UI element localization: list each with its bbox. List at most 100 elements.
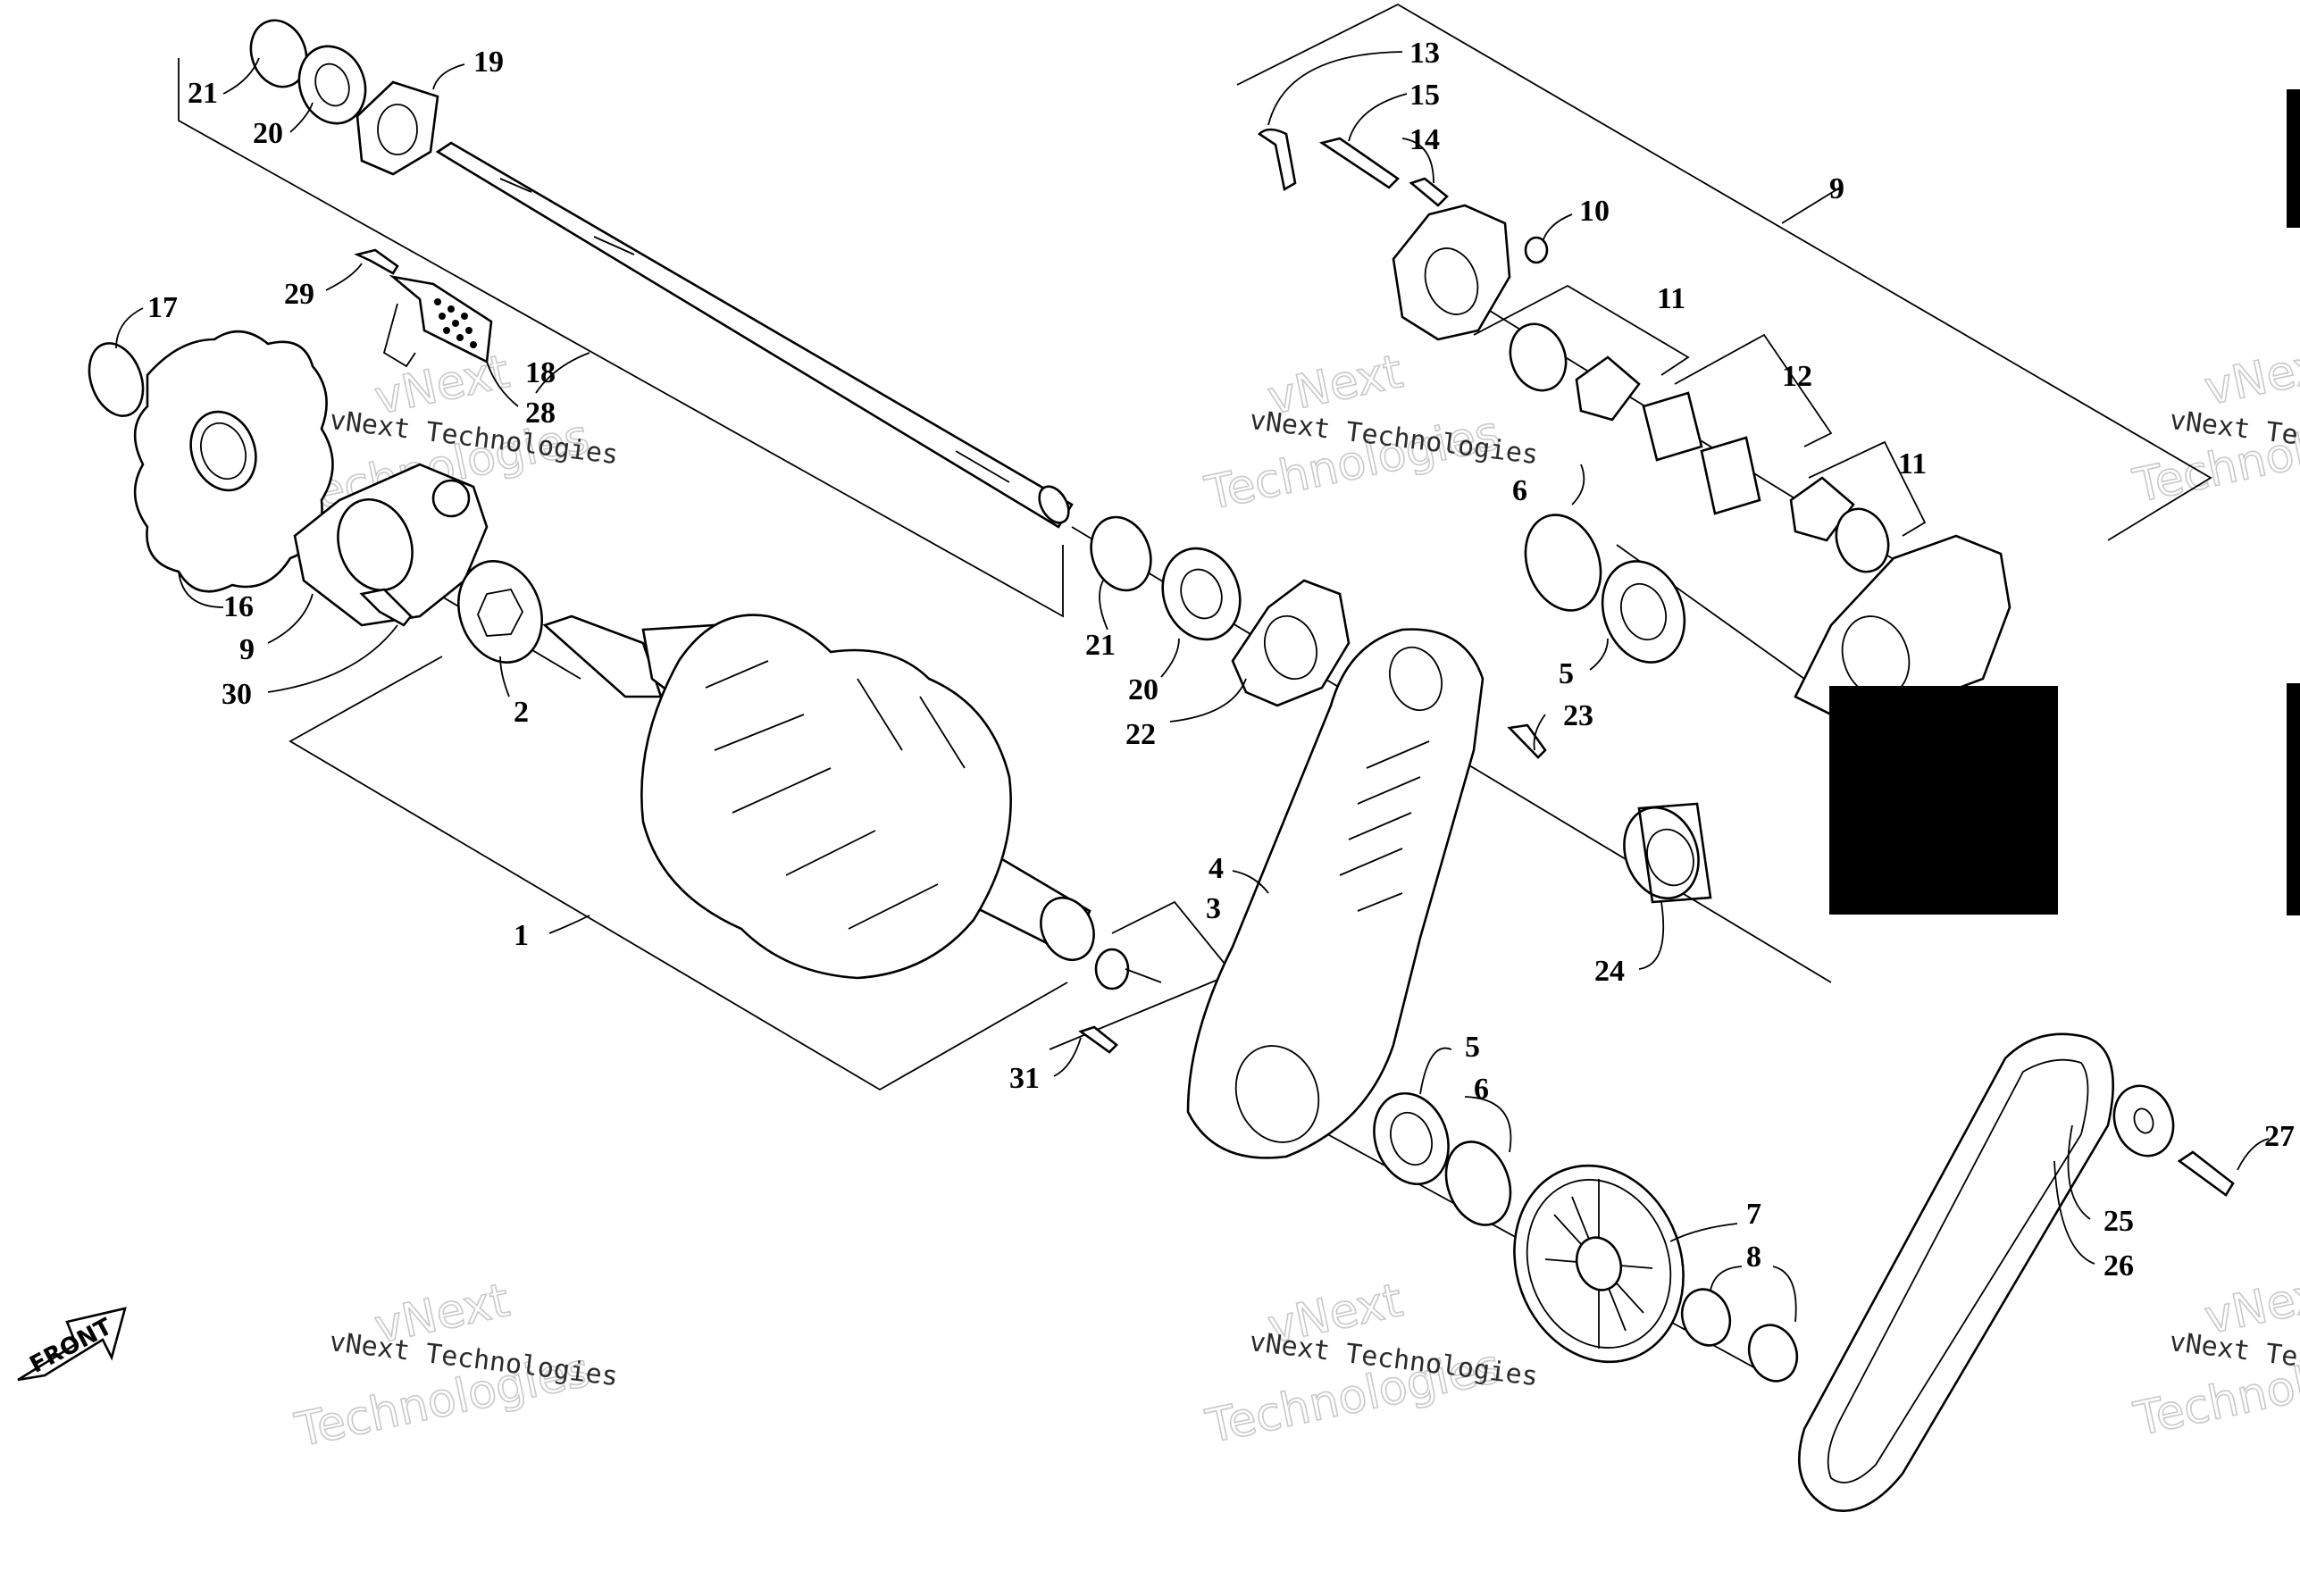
chaincase-4-ribs	[1339, 740, 1430, 912]
bolt-15	[1318, 137, 1401, 189]
leader-15	[1348, 93, 1408, 142]
callouts: 21 20 19 13 15 14 9 10 29 17 18 28 11 12…	[147, 37, 2295, 1283]
spacer-2-hex	[477, 588, 524, 637]
drive-sprocket-1-teeth	[705, 660, 966, 930]
leader-20a	[289, 102, 314, 133]
callout-20: 20	[253, 117, 283, 150]
leader-20b	[1160, 638, 1180, 678]
seal-11a	[1509, 322, 1568, 392]
snap-ring-21-lower	[1090, 515, 1152, 592]
leader-9b	[267, 593, 314, 644]
parts: FRONT	[17, 19, 2235, 1512]
callout-16: 16	[223, 590, 254, 623]
axle-18	[435, 141, 1074, 529]
bearing-5-upper-inner	[1620, 582, 1667, 641]
caliper-9-left-bore	[337, 497, 414, 592]
spacer-2	[456, 560, 544, 664]
gear-24-bore	[1646, 828, 1694, 887]
callout-5-upper: 5	[1559, 657, 1574, 690]
drive-shaft-1-spline-right	[1040, 896, 1095, 962]
leader-29	[325, 263, 363, 291]
leader-23	[1533, 714, 1546, 751]
leader-17	[115, 307, 144, 349]
leader-6b	[1464, 1096, 1512, 1153]
belt-26	[1797, 1032, 2114, 1512]
leader-22	[1169, 678, 1247, 723]
leader-19	[432, 63, 465, 90]
callout-26: 26	[2103, 1249, 2134, 1283]
bleeder-14	[1409, 177, 1449, 207]
screw-31	[1078, 1025, 1118, 1054]
callout-1: 1	[514, 919, 529, 952]
seal-11b	[1835, 507, 1890, 573]
callout-8: 8	[1746, 1241, 1761, 1274]
pin-3	[1094, 948, 1130, 990]
leader-24	[1638, 901, 1665, 970]
snap-ring-17	[88, 342, 145, 417]
leader-5a	[1589, 638, 1609, 671]
callout-20-lower: 20	[1128, 673, 1158, 706]
bolt-27	[2177, 1150, 2235, 1197]
callout-14: 14	[1409, 123, 1440, 156]
callout-7: 7	[1746, 1198, 1761, 1231]
chaincase-4-bore	[1234, 1045, 1320, 1143]
redaction-block-center	[1829, 686, 2058, 915]
leader-14	[1401, 138, 1434, 184]
callout-11-upper: 11	[1657, 282, 1685, 315]
callout-5-lower: 5	[1465, 1031, 1480, 1064]
callout-21-lower: 21	[1085, 629, 1116, 662]
gear-7-rim	[1526, 1179, 1672, 1349]
bearing-20-lower	[1161, 547, 1242, 641]
watermark-big-line1: vNext	[2200, 336, 2300, 416]
callout-2: 2	[514, 696, 529, 729]
callout-23: 23	[1563, 699, 1593, 732]
pad-12a	[1642, 391, 1703, 462]
leader-31	[1053, 1037, 1082, 1077]
leader-1	[548, 915, 590, 934]
callout-29: 29	[284, 278, 314, 311]
bracket-pads-11a	[1473, 284, 1690, 376]
callout-17: 17	[147, 291, 178, 324]
pin-3-shank	[1125, 968, 1162, 983]
bracket-brake-caliper	[1236, 3, 2212, 541]
axle-18-details	[499, 178, 1010, 483]
gear-7-hub	[1575, 1236, 1623, 1291]
bolt-23	[1507, 723, 1547, 759]
leader-21b	[1099, 580, 1108, 631]
callout-24: 24	[1594, 955, 1625, 988]
gear-24-body	[1637, 802, 1712, 904]
nut-10	[1524, 236, 1549, 264]
callout-15: 15	[1409, 79, 1440, 112]
redaction-blocks	[1829, 89, 2300, 915]
piston-11a	[1575, 355, 1641, 422]
bearing-20-top-inner	[314, 63, 350, 107]
drive-sprocket-1	[640, 614, 1012, 980]
leader-4	[1232, 870, 1269, 894]
bracket-axle	[178, 58, 1064, 618]
leader-10	[1543, 213, 1573, 240]
callout-9: 9	[1829, 172, 1844, 205]
bearing-5-lower	[1373, 1091, 1450, 1186]
callout-4: 4	[1209, 852, 1224, 885]
chaincase-4-upper-bore	[1389, 646, 1443, 712]
leader-7	[1669, 1223, 1738, 1242]
ring-6-upper	[1524, 514, 1602, 612]
bracket-pads-11b	[1808, 440, 1927, 537]
callout-12: 12	[1782, 360, 1812, 393]
bracket-28-dots	[434, 298, 477, 348]
leader-13	[1267, 51, 1403, 126]
leader-26	[2053, 1160, 2095, 1265]
sprocket-16-hub	[189, 410, 257, 492]
leader-5b	[1419, 1047, 1452, 1095]
callout-leaders	[115, 51, 2270, 1323]
sprocket-16-bore	[200, 422, 247, 480]
bearing-20-lower-inner	[1180, 568, 1223, 620]
caliper-body-upper-bore	[1424, 247, 1479, 315]
bracket-drive-shaft	[289, 656, 1068, 1091]
nut-8a	[1680, 1288, 1732, 1347]
caliper-body-upper	[1392, 204, 1511, 341]
gear-24	[1623, 806, 1700, 900]
nut-8b	[1747, 1324, 1799, 1383]
callout-13: 13	[1409, 37, 1440, 70]
